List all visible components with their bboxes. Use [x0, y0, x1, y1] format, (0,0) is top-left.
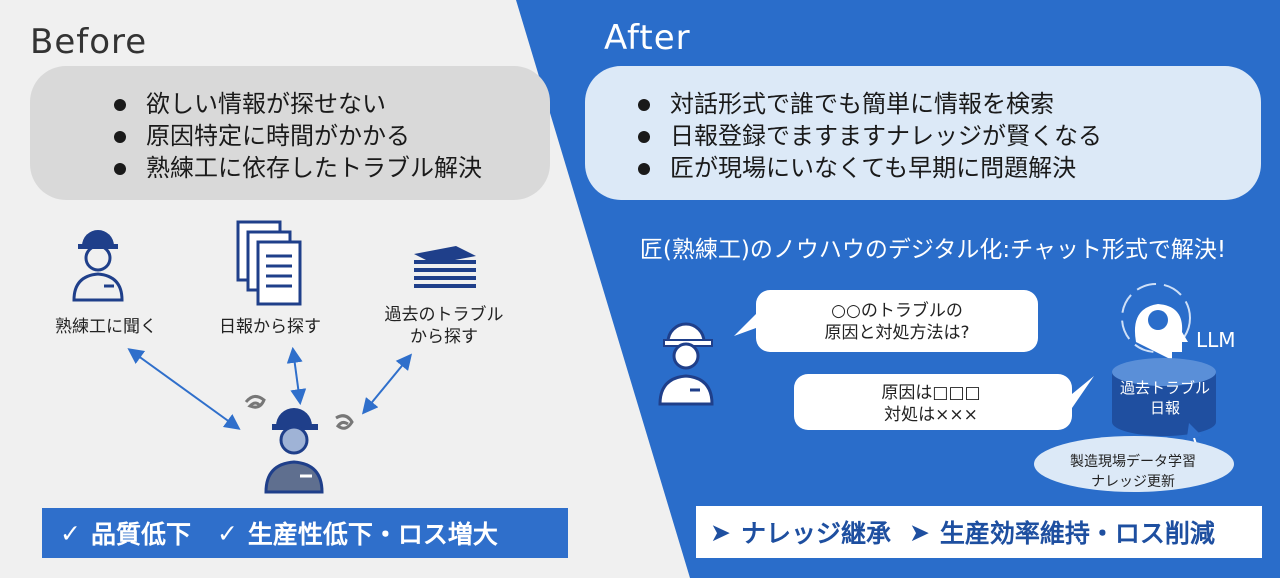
- after-outcome-label: ナレッジ継承: [740, 519, 891, 548]
- skilled-worker-icon: [72, 230, 124, 302]
- check-icon: ✓: [216, 518, 238, 548]
- after-title: After: [604, 18, 691, 58]
- after-outcome-item: ➤ ナレッジ継承: [710, 514, 891, 550]
- learning-line: 製造現場データ学習: [1070, 454, 1196, 470]
- before-outcome-label: 生産性低下・ロス増大: [247, 520, 498, 549]
- after-outcome-bar: ➤ ナレッジ継承 ➤ 生産効率維持・ロス削減: [696, 506, 1262, 558]
- caption-ask-expert: 熟練工に聞く: [55, 317, 157, 337]
- caption-past-troubles: 過去のトラブル から探す: [372, 304, 516, 348]
- arrow-learning: [1186, 422, 1202, 445]
- before-problem-item: 熟練工に依存したトラブル解決: [110, 152, 482, 184]
- after-subtitle: 匠(熟練工)のノウハウのデジタル化:チャット形式で解決!: [639, 237, 1227, 263]
- paper-stack-icon: [414, 246, 476, 288]
- llm-label: LLM: [1196, 328, 1236, 352]
- database-icon: [1112, 358, 1216, 436]
- before-outcome-item: ✓ 品質低下: [60, 515, 191, 551]
- after-outcome-item: ➤ 生産効率維持・ロス削減: [909, 514, 1215, 550]
- learning-ellipse: [1034, 436, 1234, 492]
- question-line: ○○のトラブルの: [831, 301, 963, 321]
- before-outcome-item: ✓ 生産性低下・ロス増大: [217, 515, 498, 551]
- arrow-right-icon: ➤: [908, 517, 930, 547]
- before-problem-list: 欲しい情報が探せない 原因特定に時間がかかる 熟練工に依存したトラブル解決: [110, 88, 482, 184]
- database-line: 過去トラブル: [1119, 379, 1210, 397]
- check-icon: ✓: [60, 518, 81, 548]
- before-title: Before: [30, 22, 148, 62]
- ai-brain-head-icon: [1121, 283, 1191, 360]
- caption-search-report: 日報から探す: [219, 317, 321, 337]
- worker-question-icon: [658, 322, 714, 406]
- arrow-report: [286, 346, 307, 406]
- learning-line: ナレッジ更新: [1091, 474, 1175, 490]
- swirl-left-icon: [244, 395, 266, 409]
- confused-worker-icon: [264, 408, 324, 494]
- question-bubble: [734, 290, 1038, 352]
- after-benefits-panel: [585, 66, 1261, 200]
- answer-line: 原因は□□□: [881, 383, 981, 403]
- arrow-right-icon: ➤: [710, 517, 731, 547]
- arrow-past: [361, 353, 413, 415]
- before-problem-item: 欲しい情報が探せない: [110, 88, 482, 120]
- question-line: 原因と対処方法は?: [824, 323, 970, 343]
- arrow-ask: [127, 348, 241, 430]
- after-benefit-list: 対話形式で誰でも簡単に情報を検索 日報登録でますますナレッジが賢くなる 匠が現場…: [634, 88, 1102, 184]
- after-benefit-item: 匠が現場にいなくても早期に問題解決: [634, 152, 1102, 184]
- question-text: ○○のトラブルの 原因と対処方法は?: [760, 300, 1034, 344]
- swirl-right-icon: [335, 414, 354, 430]
- learning-label: 製造現場データ学習 ナレッジ更新: [1038, 452, 1228, 492]
- before-outcome-label: 品質低下: [90, 520, 191, 549]
- caption-line: から探す: [410, 327, 478, 347]
- answer-line: 対処は×××: [884, 405, 978, 425]
- after-benefit-item: 対話形式で誰でも簡単に情報を検索: [634, 88, 1102, 120]
- answer-bubble: [794, 374, 1094, 430]
- database-label: 過去トラブル 日報: [1110, 378, 1220, 418]
- after-benefit-item: 日報登録でますますナレッジが賢くなる: [634, 120, 1102, 152]
- before-problem-item: 原因特定に時間がかかる: [110, 120, 482, 152]
- database-line: 日報: [1149, 399, 1180, 417]
- before-outcome-bar: ✓ 品質低下 ✓ 生産性低下・ロス増大: [42, 508, 568, 558]
- answer-text: 原因は□□□ 対処は×××: [796, 382, 1066, 426]
- after-outcome-label: 生産効率維持・ロス削減: [939, 519, 1215, 548]
- caption-line: 過去のトラブル: [384, 305, 504, 325]
- daily-report-documents-icon: [236, 220, 302, 306]
